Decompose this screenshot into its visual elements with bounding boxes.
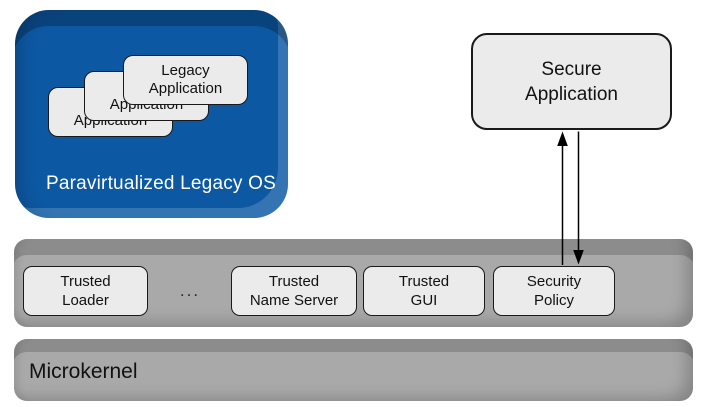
secure-application-label: Secure Application [525,58,618,105]
trusted-gui-label: Trusted GUI [398,273,450,309]
legacy-application-label: Legacy Application [148,62,223,97]
paravirtualized-legacy-os-label: Paravirtualized Legacy OS [46,173,276,194]
trusted-loader-label: Trusted Loader [60,273,111,309]
legacy-application-box-front: Legacy Application [123,55,248,105]
secure-application-box: Secure Application [471,33,672,130]
security-policy-box: Security Policy [493,266,615,316]
trusted-name-server-label: Trusted Name Server [249,273,339,309]
microkernel-label: Microkernel [29,360,138,383]
security-policy-label: Security Policy [526,273,582,309]
trusted-loader-box: Trusted Loader [23,266,148,316]
trusted-gui-box: Trusted GUI [363,266,485,316]
services-ellipsis: ... [179,281,201,300]
microkernel-bar [14,339,693,401]
paravirtualized-legacy-os-block: Legacy Application Legacy Application Le… [15,10,288,218]
trusted-name-server-box: Trusted Name Server [231,266,357,316]
